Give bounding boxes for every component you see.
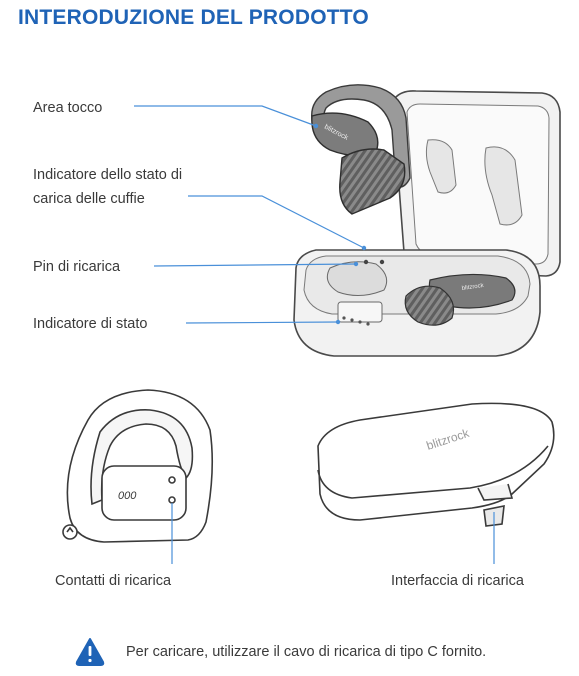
label-charging-contacts: Contatti di ricarica bbox=[55, 573, 172, 589]
closed-case-illustration: blitzrock bbox=[317, 402, 555, 527]
earbud-contacts-illustration: 000 bbox=[62, 389, 214, 543]
label-earbud-indicator-line1: Indicatore dello stato di bbox=[33, 167, 183, 183]
earbud-top-illustration: blitzrock bbox=[311, 84, 411, 215]
label-charging-pin: Pin di ricarica bbox=[33, 259, 121, 275]
label-charging-interface: Interfaccia di ricarica bbox=[391, 573, 524, 589]
charging-note: Per caricare, utilizzare il cavo di rica… bbox=[126, 644, 487, 660]
label-status-indicator: Indicatore di stato bbox=[33, 316, 148, 332]
label-touch-area: Area tocco bbox=[33, 100, 103, 116]
open-case-illustration: blitzrock bbox=[293, 90, 561, 357]
warning-triangle-icon bbox=[75, 638, 105, 666]
label-earbud-indicator-line2: carica delle cuffie bbox=[33, 191, 145, 207]
callout-lines bbox=[134, 105, 495, 564]
earbud-button-marks: 000 bbox=[118, 490, 137, 502]
callout-dots bbox=[313, 123, 367, 325]
case-earbud-brand: blitzrock bbox=[461, 283, 485, 292]
page-title: INTERODUZIONE DEL PRODOTTO bbox=[18, 6, 369, 29]
